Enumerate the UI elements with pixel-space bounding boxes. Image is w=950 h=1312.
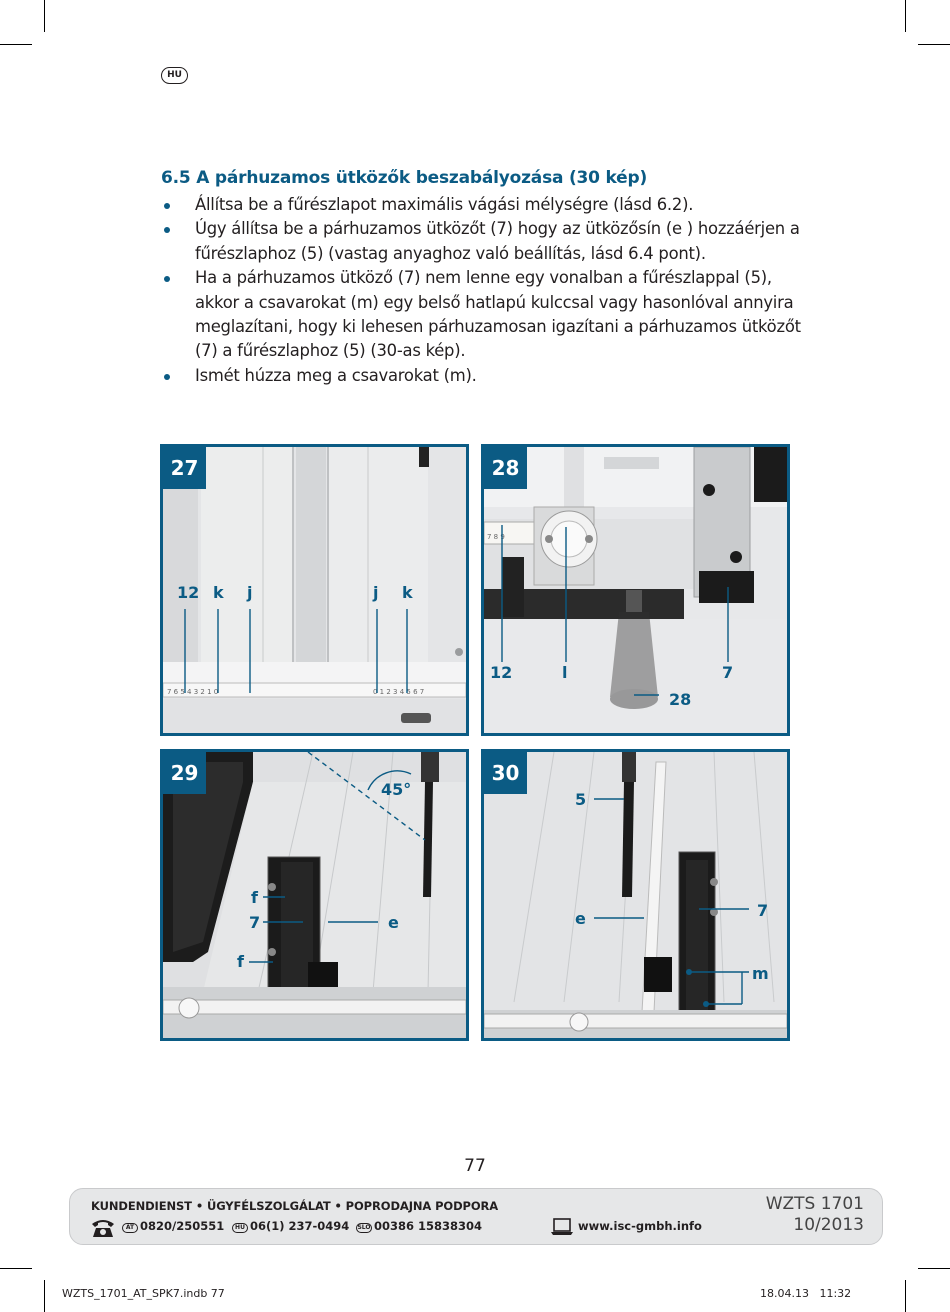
figure-27: 7 6 5 4 3 2 1 0 0 1 2 3 4 5 6 7 27 12 k … [160,444,469,736]
callout-angle: 45° [381,780,412,799]
phone-number: 0820/250551 [140,1219,225,1233]
callout-7: 7 [249,913,261,932]
page-number: 77 [464,1156,486,1176]
callout-j: j [373,583,379,602]
callout-j: j [247,583,253,602]
figure-28: 7 8 9 28 12 l 7 28 [481,444,790,736]
laptop-icon [551,1218,573,1235]
country-badge: AT [122,1223,138,1233]
callout-5: 5 [575,790,587,809]
instruction-item: Ismét húzza meg a csavarokat (m). [161,364,801,388]
language-badge: HU [161,67,188,84]
instruction-item: Ha a párhuzamos ütköző (7) nem lenne egy… [161,266,801,364]
print-slug-file: WZTS_1701_AT_SPK7.indb 77 [62,1287,225,1300]
figure-28-illustration: 7 8 9 [484,447,787,733]
callout-7: 7 [757,901,769,920]
instruction-item: Állítsa be a fűrészlapot maximális vágás… [161,193,801,217]
ruler-scale-left: 7 6 5 4 3 2 1 0 [167,688,218,696]
website-link[interactable]: www.isc-gmbh.info [578,1219,702,1233]
crop-mark [0,44,32,45]
edition-date: 10/2013 [793,1215,864,1235]
telephone-icon [92,1220,114,1237]
crop-mark [918,44,950,45]
country-badge: HU [232,1223,248,1233]
crop-mark [44,1280,45,1312]
print-slug-timestamp: 18.04.13 11:32 [760,1287,852,1300]
callout-f: f [251,888,258,907]
instruction-list: Állítsa be a fűrészlapot maximális vágás… [161,193,801,388]
callout-28: 28 [669,690,692,709]
figure-30-illustration [484,752,787,1038]
callout-k: k [213,583,224,602]
figure-number: 29 [163,752,206,794]
callout-f: f [237,952,244,971]
phone-number: 06(1) 237-0494 [250,1219,350,1233]
callout-e: e [575,909,586,928]
figure-29: 29 45° f 7 e f [160,749,469,1041]
country-badge: SLO [356,1223,372,1233]
callout-k: k [402,583,413,602]
callout-12: 12 [490,663,513,682]
crop-mark [918,1268,950,1269]
callout-l: l [562,663,568,682]
figure-29-illustration [163,752,466,1038]
callout-e: e [388,913,399,932]
figure-30: 30 5 e 7 m [481,749,790,1041]
crop-mark [905,0,906,32]
crop-mark [0,1268,32,1269]
figure-number: 28 [484,447,527,489]
instruction-item: Úgy állítsa be a párhuzamos ütközőt (7) … [161,217,801,266]
figure-27-illustration: 7 6 5 4 3 2 1 0 0 1 2 3 4 5 6 7 [163,447,466,733]
figure-number: 27 [163,447,206,489]
ruler-scale-right: 0 1 2 3 4 5 6 7 [373,688,424,696]
callout-m: m [752,964,769,983]
section-title: 6.5 A párhuzamos ütközők beszabályozása … [161,168,648,188]
crop-mark [44,0,45,32]
callout-7: 7 [722,663,734,682]
figure-number: 30 [484,752,527,794]
service-title: KUNDENDIENST • ÜGYFÉLSZOLGÁLAT • POPRODA… [91,1199,499,1213]
ruler-scale: 7 8 9 [487,533,505,541]
service-footer: KUNDENDIENST • ÜGYFÉLSZOLGÁLAT • POPRODA… [69,1188,883,1245]
callout-12: 12 [177,583,200,602]
crop-mark [905,1280,906,1312]
phone-number: 00386 15838304 [374,1219,483,1233]
model-number: WZTS 1701 [765,1194,864,1214]
